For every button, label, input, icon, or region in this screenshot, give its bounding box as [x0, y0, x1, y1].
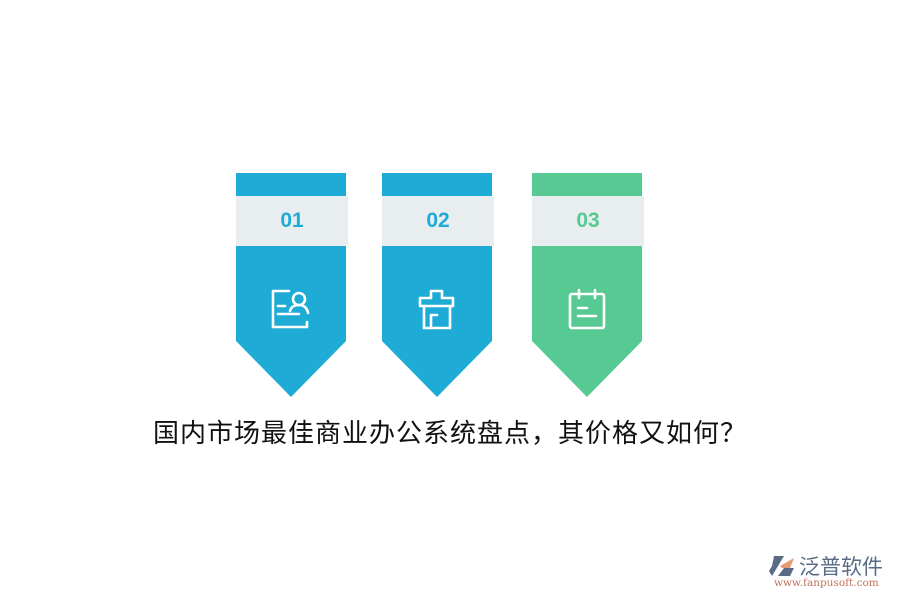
brand-mark-icon	[768, 554, 798, 578]
brand-url: www.fanpusoft.com	[774, 577, 879, 589]
brand-name: 泛普软件	[799, 555, 883, 579]
step-number: 03	[576, 209, 600, 232]
house-shop-icon	[415, 287, 459, 331]
step-number: 01	[280, 209, 304, 232]
step-number: 02	[426, 209, 450, 232]
calendar-note-icon	[565, 287, 609, 331]
step-number-band: 01	[236, 196, 348, 246]
id-card-user-icon	[269, 287, 313, 331]
step-number-band: 02	[382, 196, 494, 246]
step-number-band: 03	[532, 196, 644, 246]
page-title: 国内市场最佳商业办公系统盘点，其价格又如何？	[152, 419, 747, 449]
step-banner-03: 03	[532, 173, 644, 397]
brand-logo: 泛普软件 www.fanpusoft.com	[768, 551, 894, 591]
step-banner-02: 02	[382, 173, 494, 397]
step-banner-01: 01	[236, 173, 348, 397]
